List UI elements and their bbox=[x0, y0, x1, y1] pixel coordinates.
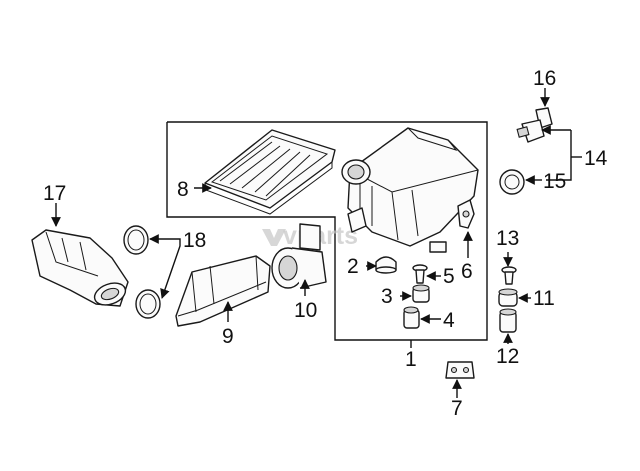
intake-air-temp-sensor bbox=[516, 107, 553, 143]
leader-14 bbox=[546, 130, 572, 181]
mass-air-flow-sensor bbox=[271, 223, 327, 289]
callout-14: 14 bbox=[584, 147, 608, 170]
callout-18: 18 bbox=[183, 229, 206, 252]
air-cleaner-group-frame bbox=[166, 121, 488, 341]
air-cleaner-housing bbox=[341, 127, 479, 247]
callout-7: 7 bbox=[451, 397, 463, 420]
callout-4: 4 bbox=[443, 309, 455, 332]
bushing bbox=[499, 308, 517, 333]
rubber-grommet bbox=[412, 284, 430, 303]
grommet bbox=[498, 288, 518, 307]
callout-10: 10 bbox=[294, 299, 317, 322]
callout-1: 1 bbox=[405, 348, 417, 371]
leader-18b bbox=[160, 238, 181, 299]
air-filter-element bbox=[204, 129, 336, 215]
callout-11: 11 bbox=[533, 287, 555, 310]
hose-clamp-lower bbox=[135, 289, 161, 319]
callout-2: 2 bbox=[347, 255, 359, 278]
callout-15: 15 bbox=[543, 170, 566, 193]
o-ring-seal bbox=[499, 169, 525, 195]
callout-8: 8 bbox=[177, 178, 189, 201]
housing-bracket bbox=[457, 199, 475, 229]
hose-clamp-upper bbox=[123, 225, 149, 255]
callout-12: 12 bbox=[496, 345, 519, 368]
screw bbox=[412, 264, 428, 284]
callout-6: 6 bbox=[461, 260, 473, 283]
bolt bbox=[501, 266, 517, 285]
callout-13: 13 bbox=[496, 227, 519, 250]
mounting-bracket bbox=[445, 361, 475, 379]
intake-duct bbox=[175, 255, 271, 327]
small-clip bbox=[429, 241, 447, 253]
callout-16: 16 bbox=[533, 67, 556, 90]
callout-17: 17 bbox=[43, 182, 66, 205]
callout-9: 9 bbox=[222, 325, 234, 348]
rubber-bushing bbox=[403, 306, 420, 329]
intake-resonator bbox=[31, 229, 129, 307]
callout-3: 3 bbox=[381, 285, 393, 308]
grommet-cap bbox=[375, 256, 397, 274]
callout-5: 5 bbox=[443, 265, 455, 288]
